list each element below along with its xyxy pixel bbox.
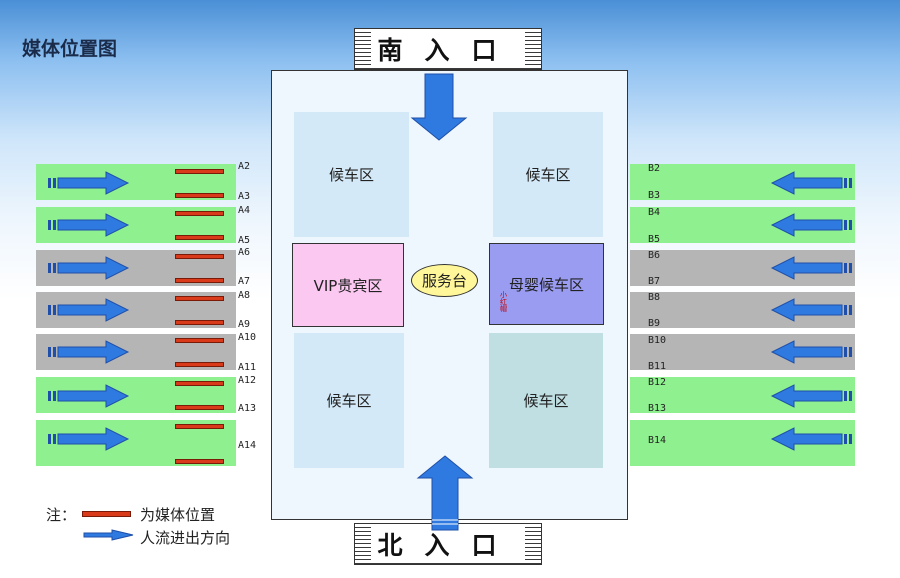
waiting-area-label: 候车区 <box>525 166 571 184</box>
media-position-bar <box>175 405 224 410</box>
media-label-a8: A8 <box>238 290 251 301</box>
inflow-arrow-icon <box>771 213 853 237</box>
media-label-a4: A4 <box>238 205 251 216</box>
legend-media-label: 为媒体位置 <box>140 506 216 524</box>
media-label-a14: A14 <box>238 440 257 451</box>
red-cap-mark: 小红帽 <box>500 291 507 313</box>
media-label-a13: A13 <box>238 403 257 414</box>
media-position-bar <box>175 296 224 301</box>
media-label-a6: A6 <box>238 247 251 258</box>
media-position-bar <box>175 193 224 198</box>
media-position-bar <box>175 320 224 325</box>
waiting-area-label: 候车区 <box>328 166 374 184</box>
media-position-bar <box>175 235 224 240</box>
media-position-bar <box>175 254 224 259</box>
south-entrance-label: 南入口 <box>371 31 525 67</box>
media-label-a7: A7 <box>238 276 251 287</box>
media-label-a5: A5 <box>238 235 251 246</box>
legend-flow-label: 人流进出方向 <box>140 529 231 547</box>
media-position-bar <box>175 424 224 429</box>
north-entry-arrow-icon <box>416 455 474 531</box>
legend-flow-arrow-icon <box>83 529 134 541</box>
inflow-arrow-icon <box>771 427 853 451</box>
media-label-a11: A11 <box>238 362 257 373</box>
media-label-a2: A2 <box>238 161 251 172</box>
media-label-b3: B3 <box>648 190 661 201</box>
waiting-area-top-left: 候车区 <box>294 112 409 237</box>
inflow-arrow-icon <box>47 427 129 451</box>
media-label-b9: B9 <box>648 318 661 329</box>
legend-prefix: 注： <box>46 506 77 524</box>
waiting-area-top-right: 候车区 <box>493 112 603 237</box>
media-position-bar <box>175 211 224 216</box>
media-label-a10: A10 <box>238 332 257 343</box>
media-label-a12: A12 <box>238 375 257 386</box>
waiting-area-bottom-left: 候车区 <box>294 333 404 468</box>
media-label-b10: B10 <box>648 335 667 346</box>
page-title: 媒体位置图 <box>22 38 118 60</box>
inflow-arrow-icon <box>771 256 853 280</box>
media-position-bar <box>175 362 224 367</box>
inflow-arrow-icon <box>47 171 129 195</box>
vip-lounge-label: VIP贵宾区 <box>313 276 383 295</box>
inflow-arrow-icon <box>47 256 129 280</box>
inflow-arrow-icon <box>47 384 129 408</box>
media-label-b4: B4 <box>648 207 661 218</box>
media-label-b2: B2 <box>648 163 661 174</box>
south-entrance: 南入口 <box>354 28 542 70</box>
waiting-area-bottom-right: 候车区 <box>489 333 603 468</box>
media-label-b11: B11 <box>648 361 667 372</box>
north-entrance-label: 北入口 <box>371 526 525 562</box>
media-label-a9: A9 <box>238 319 251 330</box>
media-label-a3: A3 <box>238 191 251 202</box>
vip-lounge: VIP贵宾区 <box>292 243 404 327</box>
media-label-b14: B14 <box>648 435 667 446</box>
waiting-area-label: 候车区 <box>326 392 372 410</box>
media-label-b8: B8 <box>648 292 661 303</box>
inflow-arrow-icon <box>47 298 129 322</box>
media-position-bar <box>175 459 224 464</box>
inflow-arrow-icon <box>47 340 129 364</box>
mother-baby-waiting-area: 母婴候车区 <box>489 243 604 325</box>
legend-media-bar <box>82 511 131 517</box>
media-label-b5: B5 <box>648 234 661 245</box>
media-position-bar <box>175 381 224 386</box>
media-label-b7: B7 <box>648 276 661 287</box>
media-position-bar <box>175 338 224 343</box>
inflow-arrow-icon <box>47 213 129 237</box>
inflow-arrow-icon <box>771 171 853 195</box>
media-label-b12: B12 <box>648 377 667 388</box>
waiting-area-label: 候车区 <box>523 392 569 410</box>
inflow-arrow-icon <box>771 384 853 408</box>
south-entry-arrow-icon <box>410 73 468 141</box>
mother-baby-label: 母婴候车区 <box>508 275 584 294</box>
inflow-arrow-icon <box>771 298 853 322</box>
media-position-bar <box>175 169 224 174</box>
media-position-bar <box>175 278 224 283</box>
inflow-arrow-icon <box>771 340 853 364</box>
media-label-b13: B13 <box>648 403 667 414</box>
service-desk: 服务台 <box>411 264 478 297</box>
service-desk-label: 服务台 <box>421 272 467 290</box>
media-label-b6: B6 <box>648 250 661 261</box>
